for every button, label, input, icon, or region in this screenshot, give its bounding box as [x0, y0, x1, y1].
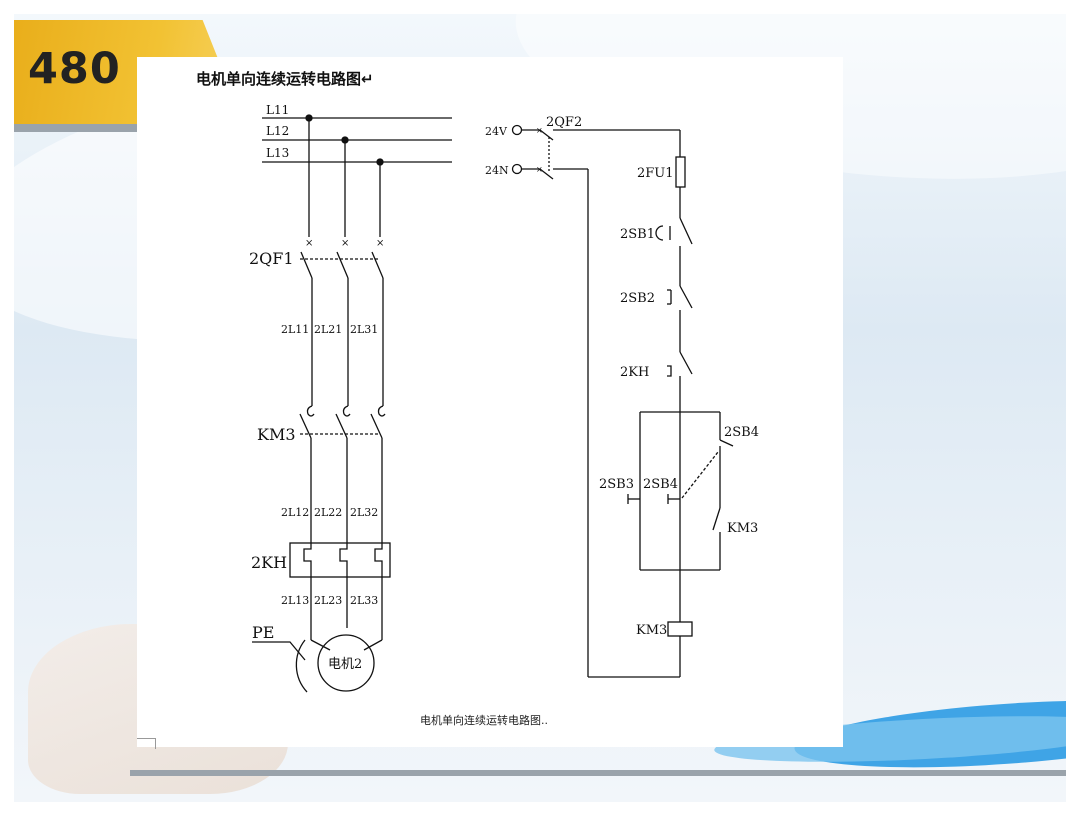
estop-2sb1 [655, 217, 693, 286]
svg-text:×: × [536, 165, 543, 174]
label-2qf2: 2QF2 [546, 115, 582, 130]
label-l13: L13 [266, 146, 289, 160]
label-2l32: 2L32 [350, 506, 378, 519]
control-circuit: × × [511, 124, 734, 678]
label-2kh: 2KH [251, 553, 287, 572]
label-km3-coil: KM3 [636, 623, 667, 638]
terminal-24v [511, 124, 523, 136]
label-motor: 电机2 [328, 657, 362, 672]
label-l12: L12 [266, 124, 289, 138]
svg-text:×: × [536, 126, 543, 135]
power-circuit: × × × [252, 114, 452, 693]
label-2l21: 2L21 [314, 323, 342, 336]
label-2sb4: 2SB4 [643, 477, 678, 492]
document-title: 电机单向连续运转电路图↵ [196, 70, 374, 88]
slide-number: 480 [28, 44, 121, 94]
label-2l23: 2L23 [314, 594, 342, 607]
badge-shadow [14, 124, 138, 132]
start-2sb3 [627, 484, 641, 570]
fuse-2fu1 [675, 156, 686, 188]
document-caption: 电机单向连续运转电路图.. [420, 714, 548, 727]
label-2sb4-right: 2SB4 [724, 425, 759, 440]
svg-text:×: × [305, 238, 313, 249]
start-2sb4 [667, 412, 719, 570]
overload-2kh [289, 542, 391, 640]
motor-2 [252, 634, 383, 693]
label-2sb1: 2SB1 [620, 227, 655, 242]
label-km3: KM3 [257, 425, 296, 444]
overload-contact-2kh [667, 351, 693, 412]
bottom-bar [130, 770, 1066, 776]
coil-km3 [667, 621, 693, 637]
svg-text:×: × [341, 238, 349, 249]
label-l11: L11 [266, 103, 289, 117]
label-2l13: 2L13 [281, 594, 309, 607]
terminal-24n [511, 163, 523, 175]
document-page [137, 57, 843, 747]
breaker-2qf2: × × [536, 126, 680, 180]
page-corner-mark [137, 738, 156, 749]
contactor-km3 [299, 413, 383, 545]
svg-text:×: × [376, 238, 384, 249]
label-2l33: 2L33 [350, 594, 378, 607]
label-2qf1: 2QF1 [249, 249, 294, 268]
label-2l22: 2L22 [314, 506, 342, 519]
breaker-2qf1 [300, 251, 384, 406]
label-pe: PE [252, 623, 274, 642]
label-2sb3: 2SB3 [599, 477, 634, 492]
label-24v: 24V [485, 125, 508, 138]
label-2fu1: 2FU1 [637, 166, 674, 181]
start-2sb4-nc [712, 439, 734, 570]
label-2l12: 2L12 [281, 506, 309, 519]
label-2l31: 2L31 [350, 323, 378, 336]
label-km3-hold: KM3 [727, 521, 758, 536]
label-2kh-contact: 2KH [620, 365, 649, 380]
label-2l11: 2L11 [281, 323, 309, 336]
label-2sb2: 2SB2 [620, 291, 655, 306]
stop-2sb2 [667, 285, 693, 352]
label-24n: 24N [485, 164, 509, 177]
